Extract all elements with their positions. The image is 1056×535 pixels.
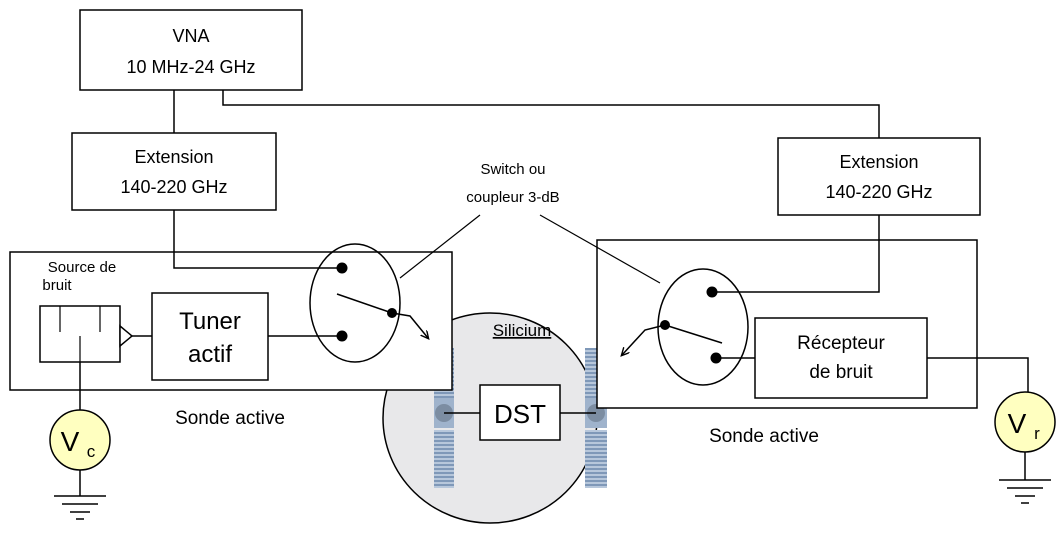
extension-right-range: 140-220 GHz [825, 182, 932, 202]
vna-title: VNA [172, 26, 209, 46]
vna-to-extension-right [223, 90, 879, 138]
extension-right-box [778, 138, 980, 215]
active-probe-left: Source de bruit Tuner actif [10, 210, 452, 390]
probe-right-label: Sonde active [709, 426, 819, 447]
receiver-label-1: Récepteur [797, 333, 885, 354]
noise-source-symbol [40, 306, 132, 362]
active-probe-right: Récepteur de bruit [597, 215, 977, 408]
tuner-label-1: Tuner [179, 308, 241, 335]
receiver-label-2: de bruit [809, 362, 873, 383]
extension-left-box [72, 133, 276, 210]
vc-symbol: V [61, 426, 80, 457]
vna-box [80, 10, 302, 90]
receiver-box [755, 318, 927, 398]
extension-right-block: Extension 140-220 GHz [778, 138, 980, 215]
noise-source-label-2: bruit [42, 277, 72, 294]
wafer-label: Silicium [493, 321, 552, 340]
voltmeter-right: V r [995, 392, 1055, 503]
extension-right-title: Extension [839, 152, 918, 172]
pad-left-bottom [434, 430, 454, 488]
switch-label-2: coupleur 3-dB [466, 189, 559, 206]
vna-block: VNA 10 MHz-24 GHz [80, 10, 302, 90]
switch-left-port-bottom [337, 331, 348, 342]
vna-range: 10 MHz-24 GHz [126, 57, 255, 77]
dut-label: DST [494, 399, 546, 429]
vr-symbol: V [1008, 408, 1027, 439]
noise-source-label-1: Source de [48, 259, 116, 276]
switch-label-1: Switch ou [480, 161, 545, 178]
extension-left-range: 140-220 GHz [120, 177, 227, 197]
pad-right-bottom [585, 430, 607, 488]
extension-left-block: Extension 140-220 GHz [72, 133, 276, 210]
tuner-label-2: actif [188, 341, 232, 368]
vr-subscript: r [1034, 424, 1040, 443]
extension-left-title: Extension [134, 147, 213, 167]
vc-subscript: c [87, 442, 96, 461]
vc-circle [50, 410, 110, 470]
probe-left-label: Sonde active [175, 408, 285, 429]
